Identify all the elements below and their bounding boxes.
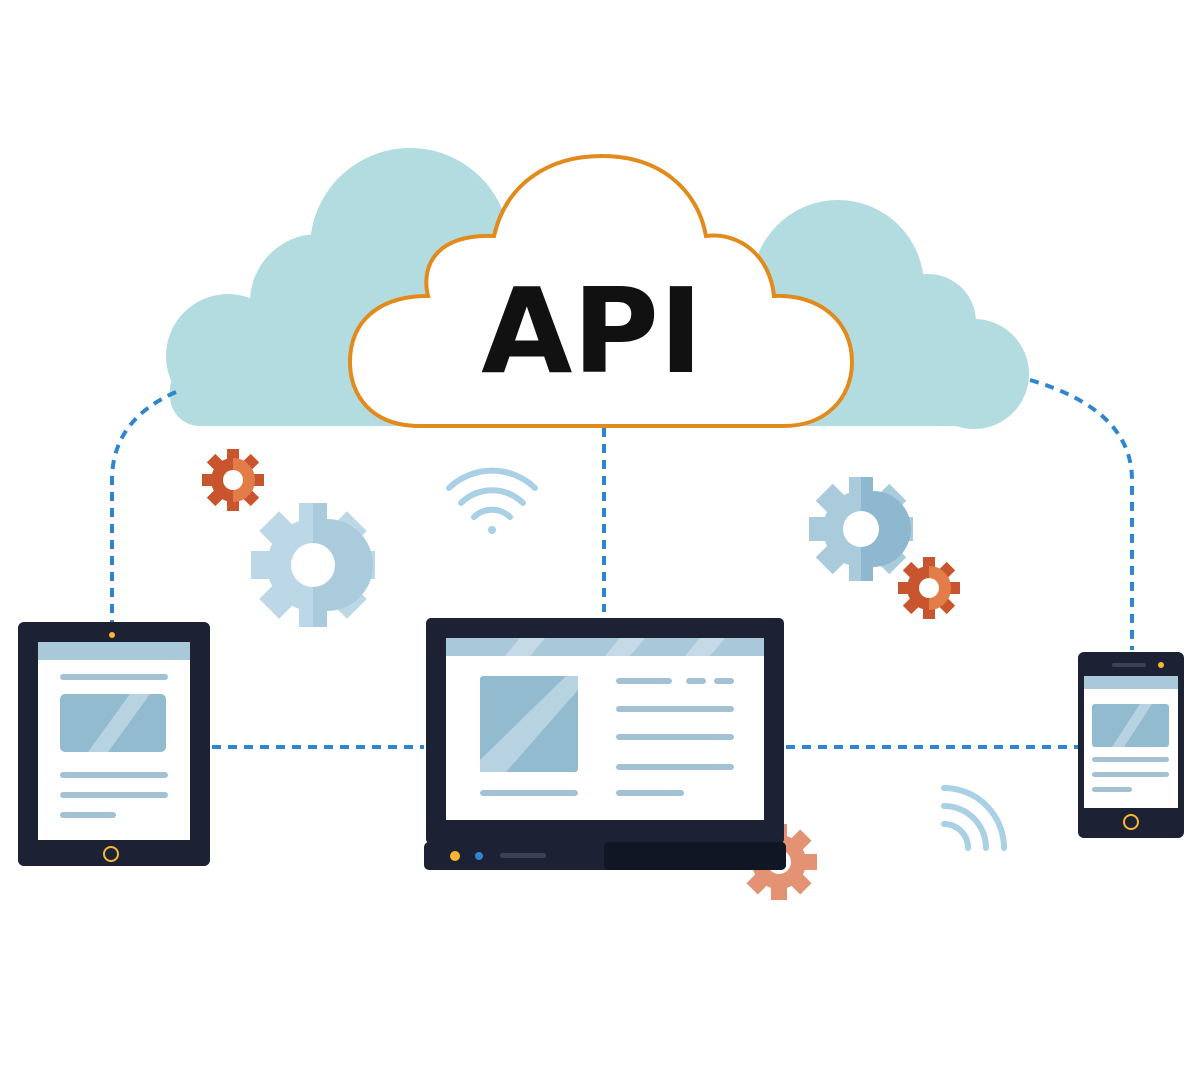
gear-icon [898, 557, 960, 619]
connector-cloud-tablet [110, 390, 177, 622]
connector-lines [110, 378, 1134, 749]
gear-icon [809, 477, 913, 581]
tablet-home-button [103, 846, 119, 862]
wifi-icon [446, 467, 538, 534]
cloud-icon: API [347, 153, 855, 428]
gear-icon [251, 503, 375, 627]
laptop-icon [424, 618, 786, 870]
gear-icon [202, 449, 264, 511]
tablet-icon [18, 622, 210, 866]
connector-cloud-phone [1029, 378, 1134, 650]
signal-icon [941, 785, 1007, 851]
phone-home-button [1123, 814, 1139, 830]
api-label: API [481, 262, 703, 400]
phone-icon [1078, 652, 1184, 838]
api-cloud-shape [347, 153, 855, 428]
